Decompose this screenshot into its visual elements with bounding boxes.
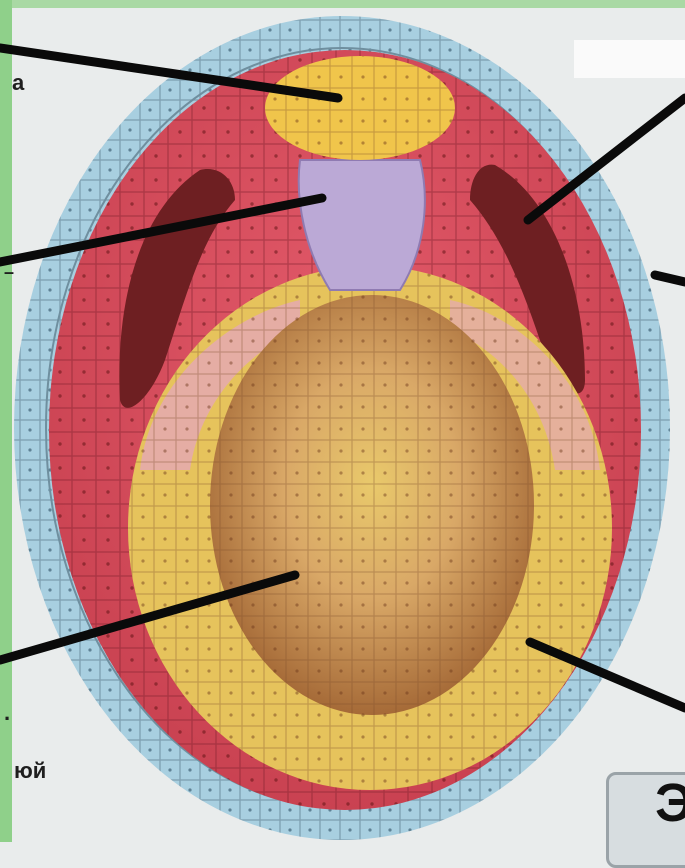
pointer-ectoderm [655,275,685,282]
embryo-cross-section [0,0,685,842]
embryo-figure: а – . юй Э [0,0,685,842]
badge-letter: Э [655,772,685,834]
label-fragment-bottom-left-word: юй [14,758,46,784]
label-fragment-mid-left: – [4,262,14,283]
label-fragment-bottom-left-dot: . [4,700,10,726]
label-fragment-top-left: а [12,70,24,96]
